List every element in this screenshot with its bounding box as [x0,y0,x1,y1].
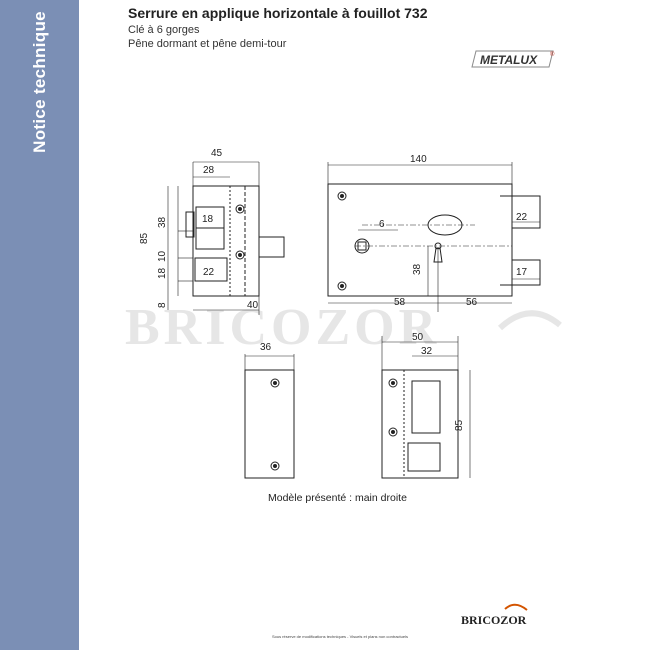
bricozor-logo: BRICOZOR [455,600,540,632]
dim-side-85: 85 [139,232,150,244]
dim-side-top: 28 [203,165,215,176]
dim-side-8: 8 [157,302,168,308]
dim-side-10: 10 [157,250,168,262]
dim-front-140: 140 [410,154,427,165]
dim-back-36: 36 [260,342,272,353]
registered-mark: ® [550,51,555,58]
dim-side-bolt: 18 [202,214,214,225]
dim-front-22: 22 [516,212,528,223]
dim-right-50: 50 [412,332,424,343]
dim-front-56: 56 [466,297,478,308]
dim-side-18: 18 [157,267,168,279]
metalux-logo-text: METALUX [480,53,538,67]
dim-side-22: 22 [203,267,215,278]
dim-right-85: 85 [454,419,465,431]
back-view [244,354,295,479]
subtitle-key: Clé à 6 gorges [128,24,200,36]
dim-side-40: 40 [247,300,259,311]
page-title: Serrure en applique horizontale à fouill… [128,5,428,21]
dim-front-6: 6 [379,219,385,230]
metalux-logo: METALUX ® [470,48,555,70]
dim-right-32: 32 [421,346,433,357]
right-view [381,336,471,479]
dim-front-17: 17 [516,267,528,278]
dim-side-width: 45 [211,148,223,159]
dim-side-38: 38 [157,216,168,228]
dim-front-38: 38 [412,263,423,275]
front-view [327,162,541,312]
bricozor-logo-text: BRICOZOR [461,613,527,627]
watermark: BRICOZOR [125,299,440,356]
sidebar-band: Notice technique [0,0,79,650]
dim-front-58: 58 [394,297,406,308]
model-caption: Modèle présenté : main droite [268,492,407,504]
footnote: Sous réserve de modifications techniques… [272,634,409,639]
side-view [167,161,285,315]
subtitle-bolts: Pêne dormant et pêne demi-tour [128,38,287,50]
